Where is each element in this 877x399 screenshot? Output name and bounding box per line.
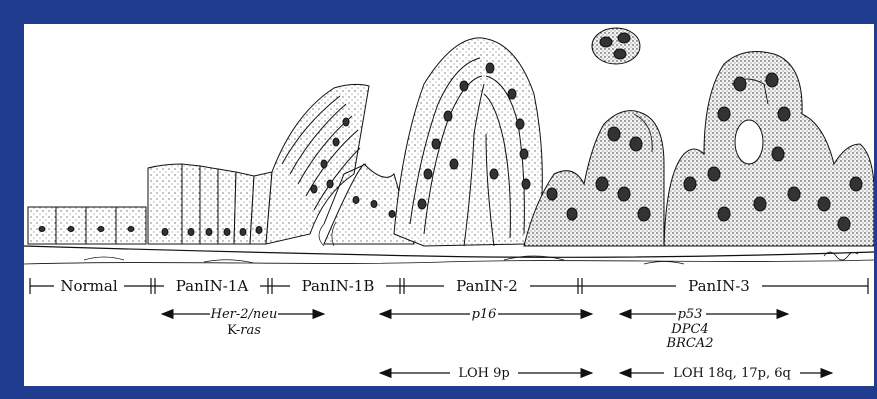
stage-label-panin-3: PanIN-3 (688, 277, 750, 295)
panin2-3-transition (524, 111, 664, 246)
panin-progression-diagram: Normal PanIN-1A PanIN-1B PanIN-2 PanIN-3… (24, 24, 874, 386)
panin1b-cells (266, 84, 414, 246)
stage-label-panin-1b: PanIN-1B (302, 277, 375, 295)
gene-brca2: BRCA2 (666, 336, 714, 351)
stage-label-normal: Normal (60, 277, 117, 295)
stage-label-panin-2: PanIN-2 (456, 277, 518, 295)
gene-kras: K-ras (227, 323, 261, 338)
figure-panel: Normal PanIN-1A PanIN-1B PanIN-2 PanIN-3… (24, 24, 874, 386)
gene-dpc4: DPC4 (670, 322, 708, 337)
normal-cells (28, 207, 146, 244)
panin1a-cells (148, 164, 272, 244)
detached-cell-cluster (592, 28, 640, 64)
loh-18q-17p-6q-label: LOH 18q, 17p, 6q (673, 366, 791, 381)
loh-9p-label: LOH 9p (458, 366, 509, 381)
gene-p16: p16 (472, 307, 497, 322)
epithelium-illustration (24, 28, 874, 264)
panin3-cells (664, 52, 874, 246)
panin2-cells (394, 38, 542, 246)
stage-label-panin-1a: PanIN-1A (176, 277, 249, 295)
gene-her2: Her-2/neu (210, 307, 278, 322)
gene-p53: p53 (678, 307, 703, 322)
